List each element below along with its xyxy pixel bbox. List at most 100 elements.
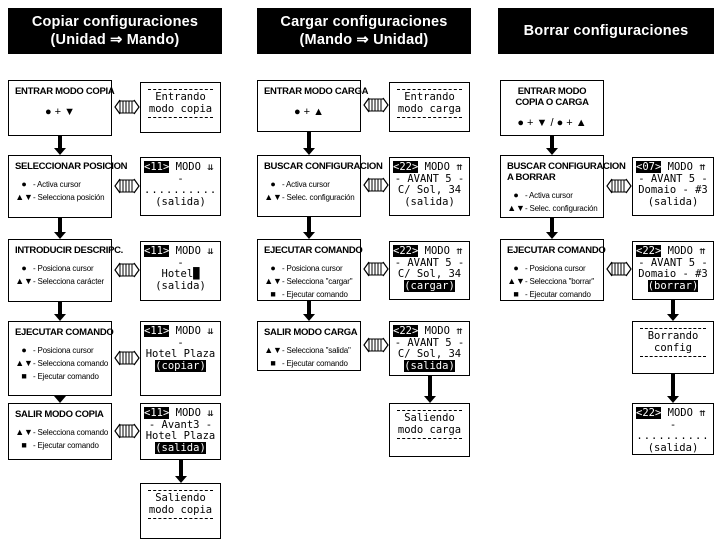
flow-arrow-head (54, 232, 66, 239)
lcd-description: Hotel█ (161, 268, 200, 280)
flow-arrow-icon (667, 374, 679, 403)
lcd-unit-name: - AVANT 5 - (394, 256, 465, 269)
connector-arrow-icon (114, 350, 140, 365)
connector-arrow-icon (363, 337, 389, 353)
step-line-text: - Selec. configuración (525, 204, 598, 213)
flow-arrow-head (174, 476, 187, 483)
key-symbol-icon: ▲▼ (264, 276, 282, 286)
lcd-command-row: (copiar) (144, 359, 217, 373)
step-title: BUSCAR CONFIGURACION A BORRAR (507, 161, 626, 183)
lcd-text: modo copia (148, 102, 213, 115)
key-symbol-icon: ▲▼ (507, 276, 525, 286)
flow-arrow-shaft (550, 136, 554, 149)
lcd-unit-name: - AVANT 5 - (638, 172, 708, 185)
lcd-header-row: <11> MODO ⇊ (144, 407, 217, 420)
step-title: EJECUTAR COMANDO (264, 245, 363, 256)
step-line: ▲▼- Selecciona comando (15, 357, 109, 370)
lcd-text: Saliendo (404, 412, 455, 424)
step-keys: ● + ▼ / ● + ▲ (517, 117, 587, 129)
step-line-text: - Selecciona "salida" (282, 346, 351, 355)
key-symbol-icon: ■ (270, 358, 276, 368)
step-line-text: - Ejecutar comando (33, 372, 99, 381)
lcd-mode-label: MODO ⇈ (661, 245, 706, 257)
step-title: ENTRAR MODO COPIA O CARGA (515, 86, 589, 108)
lcd-screen: <22> MODO ⇈- AVANT 5 -C/ Sol, 34(salida) (389, 157, 470, 216)
flow-arrow-head (546, 232, 558, 239)
lcd-screen: <11> MODO ⇊-Hotel Plaza(copiar) (140, 321, 221, 396)
header-copiar: Copiar configuraciones (Unidad ⇒ Mando) (8, 8, 222, 54)
lcd-unit-name: - AVANT 5 - (638, 256, 708, 269)
flow-arrow-head (423, 396, 436, 403)
flow-arrow-icon (174, 460, 187, 483)
flow-arrow-head (303, 232, 315, 239)
lcd-command-selected: (copiar) (155, 359, 206, 372)
flow-arrow-head (546, 148, 558, 155)
lcd-screen: <22> MODO ⇈- AVANT 5 -C/ Sol, 34(cargar) (389, 241, 470, 300)
lcd-dash-line (148, 89, 213, 90)
lcd-command: (salida) (647, 195, 699, 208)
step-line-text: - Ejecutar comando (282, 290, 348, 299)
lcd-description: Domaio - #3 (638, 184, 708, 196)
flow-arrow-icon (54, 136, 66, 155)
lcd-command-row: (cargar) (393, 279, 466, 293)
lcd-mode-label: MODO ⇈ (418, 245, 463, 257)
connector-arrow-icon (114, 99, 140, 115)
step-line-text: - Posiciona cursor (282, 264, 343, 273)
key-symbol-icon: ● (21, 345, 27, 355)
lcd-mode-label: MODO ⇊ (169, 325, 214, 337)
flow-arrow-shaft (178, 460, 183, 477)
step-line-text: - Selecciona "cargar" (282, 277, 353, 286)
step-line: ●- Posiciona cursor (507, 262, 597, 275)
header-copiar-line2: (Unidad ⇒ Mando) (50, 32, 180, 48)
step-box: ENTRAR MODO CARGA● + ▲ (257, 80, 369, 132)
lcd-header-row: <11> MODO ⇊ (144, 161, 217, 174)
lcd-dash-line (148, 490, 213, 491)
step-title: SALIR MODO COPIA (15, 409, 104, 420)
lcd-mode-label: MODO ⇊ (169, 161, 214, 173)
step-title: ENTRAR MODO CARGA (264, 86, 369, 97)
lcd-screen: <11> MODO ⇊- Avant3 -Hotel Plaza(salida) (140, 403, 221, 460)
header-borrar-line1: Borrar configuraciones (523, 23, 689, 39)
lcd-dash-line (397, 410, 462, 411)
step-box: SALIR MODO CARGA▲▼- Selecciona "salida"■… (257, 321, 361, 371)
lcd-command-selected: (salida) (404, 359, 455, 372)
lcd-position-selected: <22> (393, 325, 419, 337)
flow-arrow-head (667, 396, 679, 403)
lcd-header-row: <22> MODO ⇈ (393, 161, 466, 174)
step-line: ▲▼- Selecciona comando (15, 426, 108, 439)
step-line: ■- Ejecutar comando (507, 288, 597, 301)
key-symbol-icon: ● (513, 263, 519, 273)
header-cargar-line2: (Mando ⇒ Unidad) (299, 32, 429, 48)
step-line: ▲▼- Selec. configuración (507, 202, 597, 215)
step-line: ●- Posiciona cursor (15, 344, 105, 357)
lcd-header-row: <11> MODO ⇊ (144, 325, 217, 338)
flow-arrow-icon (303, 301, 315, 321)
step-line: ●- Activa cursor (15, 178, 105, 191)
step-line-text: - Ejecutar comando (525, 290, 591, 299)
flow-arrow-shaft (671, 374, 675, 397)
flow-arrow-shaft (427, 376, 432, 397)
step-box: EJECUTAR COMANDO ●- Posiciona cursor▲▼- S… (500, 239, 606, 301)
step-title: EJECUTAR COMANDO (507, 245, 606, 256)
lcd-screen: <22> MODO ⇈- AVANT 5 -C/ Sol, 34(salida) (389, 321, 470, 376)
flow-arrow-head (303, 314, 315, 321)
step-box: ENTRAR MODO COPIA O CARGA ● + ▼ / ● + ▲ (500, 80, 604, 136)
step-box: INTRODUCIR DESCRIPC.●- Posiciona cursor▲… (8, 239, 123, 302)
step-box: EJECUTAR COMANDO●- Posiciona cursor▲▼- S… (8, 321, 114, 396)
flow-arrow-icon (667, 300, 679, 321)
step-line-text: - Activa cursor (525, 191, 573, 200)
step-line: ▲▼- Selecciona "borrar" (507, 275, 597, 288)
step-title: SALIR MODO CARGA (264, 327, 358, 338)
flow-arrow-icon (423, 376, 436, 403)
lcd-text: Saliendo (155, 492, 206, 504)
lcd-empty-description: .......... (636, 430, 710, 442)
lcd-description: C/ Sol, 34 (397, 348, 462, 360)
step-line: ▲▼- Selecciona "cargar" (264, 275, 354, 288)
lcd-text: Borrando (647, 330, 699, 342)
step-line-text: - Selecciona comando (33, 359, 109, 368)
key-symbol-icon: ● (513, 190, 519, 200)
step-line-text: - Ejecutar comando (33, 441, 99, 450)
step-line: ● - Activa cursor (507, 189, 597, 202)
key-symbol-icon: ● (270, 263, 276, 273)
